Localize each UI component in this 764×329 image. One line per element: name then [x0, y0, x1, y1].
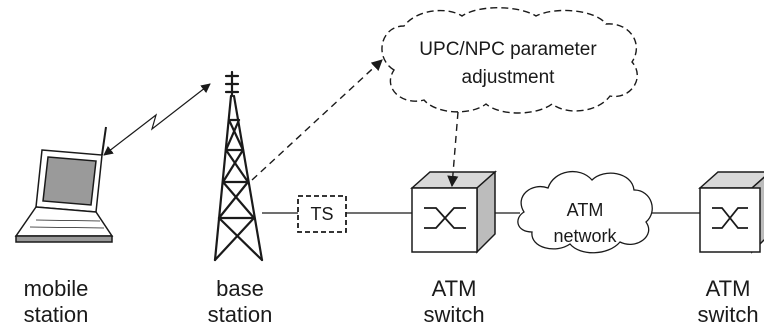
atm-switch-icon: [410, 170, 497, 254]
atm-switch-label-line2: switch: [697, 302, 759, 327]
mobile-station-label-line2: station: [23, 302, 89, 327]
atm-switch-label-line1: ATM: [431, 276, 477, 301]
control-arrows: [251, 59, 459, 188]
atm-switch-label-line1: ATM: [705, 276, 751, 301]
atm-switch-label: ATM switch: [676, 276, 764, 328]
atm-network-label-line2: network: [553, 226, 617, 246]
base-station-label: base station: [188, 276, 292, 328]
wireless-link: [103, 83, 211, 156]
atm-switch-label-line2: switch: [423, 302, 485, 327]
base-station-label-line1: base: [216, 276, 264, 301]
mobile-station-label: mobile station: [4, 276, 108, 328]
atm-network-cloud: [517, 170, 653, 254]
mobile-station-label-line1: mobile: [23, 276, 89, 301]
atm-switch-label: ATM switch: [402, 276, 506, 328]
atm-switch-icon: [698, 171, 764, 254]
control-cloud: [381, 7, 638, 114]
atm-network-label: ATM network: [520, 197, 650, 249]
base-station-label-line2: station: [207, 302, 273, 327]
traffic-shaper-box: [297, 195, 347, 233]
control-arrow-base-station: [251, 59, 383, 181]
control-label: UPC/NPC parameter adjustment: [372, 36, 644, 92]
atm-network-label-line1: ATM: [566, 200, 604, 220]
traffic-shaper-label: TS: [310, 204, 334, 224]
control-label-line1: UPC/NPC parameter: [419, 39, 597, 60]
antenna-tower-icon: [213, 70, 264, 262]
laptop-icon: [14, 126, 114, 243]
control-arrow-atm-switch: [447, 111, 459, 188]
control-label-line2: adjustment: [461, 67, 555, 88]
